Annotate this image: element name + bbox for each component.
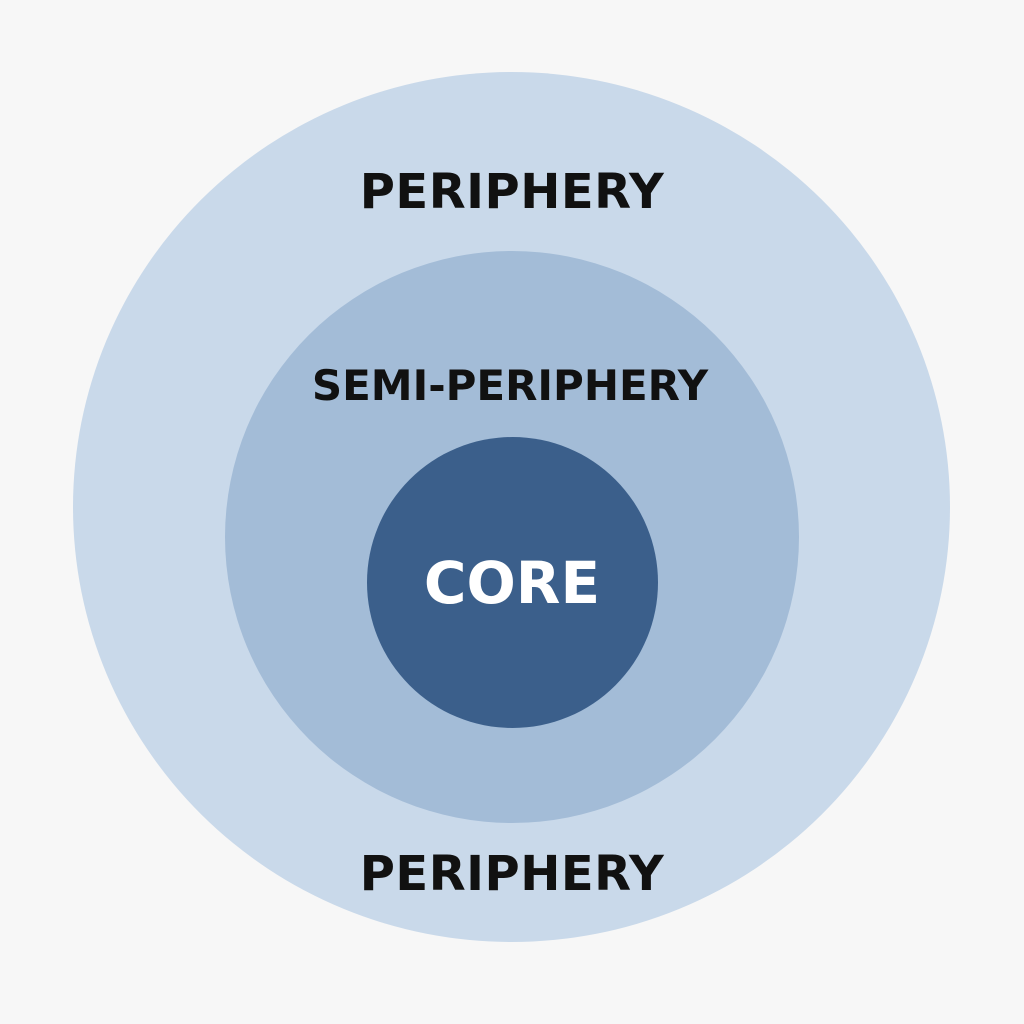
semi-periphery-label: SEMI-PERIPHERY [311, 361, 709, 410]
core-circle [367, 437, 658, 728]
periphery-label-top: PERIPHERY [359, 164, 665, 220]
periphery-label-bottom: PERIPHERY [359, 846, 665, 902]
core-label: CORE [423, 549, 601, 617]
